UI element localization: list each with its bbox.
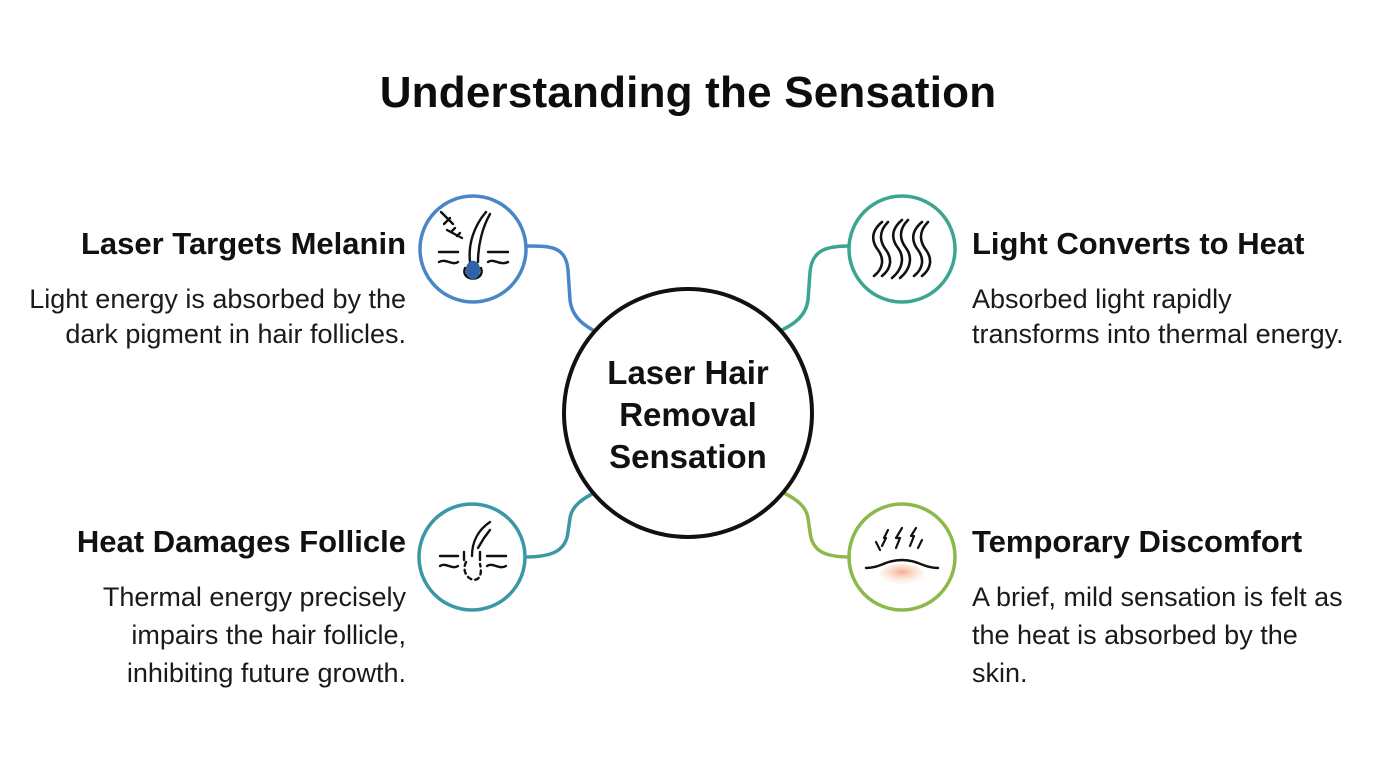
center-label-line-1: Laser Hair — [607, 354, 769, 391]
node-bottom-left-body: Thermal energy precisely impairs the hai… — [102, 582, 406, 688]
node-top-left-heading: Laser Targets Melanin — [80, 226, 406, 261]
node-top-right-body: Absorbed light rapidly transforms into t… — [972, 284, 1344, 349]
center-label: Laser Hair Removal Sensation — [566, 352, 810, 478]
node-top-right-heading: Light Converts to Heat — [972, 226, 1305, 261]
node-top-right-text: Light Converts to Heat Absorbed light ra… — [972, 226, 1352, 352]
node-bottom-right — [847, 502, 957, 612]
laser-hair-follicle-icon — [437, 210, 510, 280]
node-bottom-right-body: A brief, mild sensation is felt as the h… — [972, 582, 1343, 688]
connector-top-right — [780, 244, 852, 332]
page-title: Understanding the Sensation — [379, 68, 997, 117]
node-top-left-text: Laser Targets Melanin Light energy is ab… — [26, 226, 406, 352]
damaged-follicle-icon — [438, 520, 508, 581]
connector-bottom-right — [782, 491, 852, 559]
node-bottom-right-text: Temporary Discomfort A brief, mild sensa… — [972, 524, 1352, 692]
node-top-left — [418, 194, 528, 304]
skin-sensation-icon — [864, 526, 940, 584]
node-bottom-right-heading: Temporary Discomfort — [972, 524, 1303, 559]
center-label-line-2: Removal — [619, 396, 757, 433]
node-bottom-left-text: Heat Damages Follicle Thermal energy pre… — [26, 524, 406, 692]
node-top-right — [847, 194, 957, 304]
connector-top-left — [525, 244, 600, 335]
heat-waves-icon — [871, 218, 932, 280]
center-circle — [562, 287, 814, 539]
center-label-line-3: Sensation — [609, 438, 767, 475]
node-top-left-body: Light energy is absorbed by the dark pig… — [29, 284, 406, 349]
connector-bottom-left — [523, 491, 596, 559]
node-bottom-left-heading: Heat Damages Follicle — [76, 524, 406, 559]
node-bottom-left — [417, 502, 527, 612]
